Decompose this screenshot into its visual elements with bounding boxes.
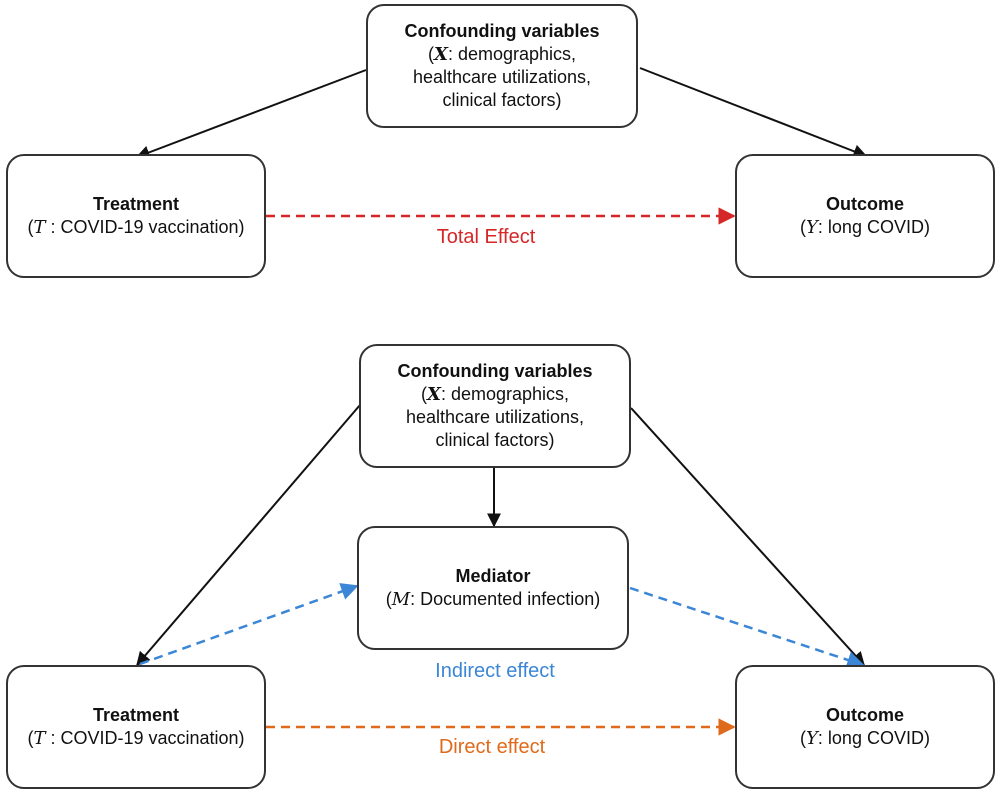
bottom-outcome-node: Outcome (Y: long COVID) bbox=[735, 665, 995, 789]
direct-effect-label: Direct effect bbox=[438, 736, 546, 758]
top-confounders-node: Confounding variables (X: demographics, … bbox=[366, 4, 638, 128]
top-outcome-desc: (Y: long COVID) bbox=[800, 217, 930, 238]
bottom-treatment-desc: (T : COVID-19 vaccination) bbox=[27, 728, 245, 749]
top-outcome-title: Outcome bbox=[825, 194, 904, 214]
top-treatment-var: T bbox=[33, 217, 46, 238]
top-outcome-var: Y bbox=[806, 217, 818, 238]
top-treatment-desc: (T : COVID-19 vaccination) bbox=[27, 217, 245, 238]
bottom-arrow-mediator-to-outcome bbox=[629, 586, 865, 669]
bottom-treatment-title: Treatment bbox=[92, 705, 180, 725]
mediator-node: Mediator (M: Documented infection) bbox=[357, 526, 629, 650]
bottom-arrow-confounders-to-outcome bbox=[630, 407, 865, 667]
top-confounders-line3: clinical factors) bbox=[442, 90, 562, 110]
bottom-arrow-treatment-to-mediator bbox=[139, 583, 359, 666]
bottom-outcome-title: Outcome bbox=[825, 705, 904, 725]
bottom-confounders-line3: clinical factors) bbox=[435, 430, 555, 450]
bottom-confounders-node: Confounding variables (X: demographics, … bbox=[359, 344, 631, 468]
bottom-treatment-var: T bbox=[33, 728, 46, 749]
top-treatment-node: Treatment (T : COVID-19 vaccination) bbox=[6, 154, 266, 278]
bottom-treatment-node: Treatment (T : COVID-19 vaccination) bbox=[6, 665, 266, 789]
bottom-confounders-line1: (X: demographics, bbox=[420, 384, 570, 405]
bottom-arrow-confounders-to-treatment bbox=[136, 404, 361, 667]
bottom-confounders-var: X bbox=[426, 384, 441, 405]
top-arrow-confounders-to-treatment bbox=[135, 69, 367, 160]
indirect-effect-label: Indirect effect bbox=[435, 660, 555, 682]
total-effect-label: Total Effect bbox=[436, 226, 536, 248]
mediator-desc: (M: Documented infection) bbox=[385, 589, 601, 610]
top-outcome-node: Outcome (Y: long COVID) bbox=[735, 154, 995, 278]
top-confounders-line2: healthcare utilizations, bbox=[412, 67, 592, 87]
top-treatment-title: Treatment bbox=[92, 194, 180, 214]
bottom-outcome-var: Y bbox=[806, 728, 818, 749]
top-confounders-title: Confounding variables bbox=[404, 21, 600, 41]
top-confounders-var: X bbox=[433, 44, 448, 65]
top-confounders-line1: (X: demographics, bbox=[427, 44, 577, 65]
mediator-var: M bbox=[391, 589, 411, 610]
bottom-confounders-line2: healthcare utilizations, bbox=[405, 407, 585, 427]
bottom-outcome-desc: (Y: long COVID) bbox=[800, 728, 930, 749]
mediator-title: Mediator bbox=[455, 566, 531, 586]
top-arrow-confounders-to-outcome bbox=[639, 67, 868, 158]
bottom-confounders-title: Confounding variables bbox=[397, 361, 593, 381]
